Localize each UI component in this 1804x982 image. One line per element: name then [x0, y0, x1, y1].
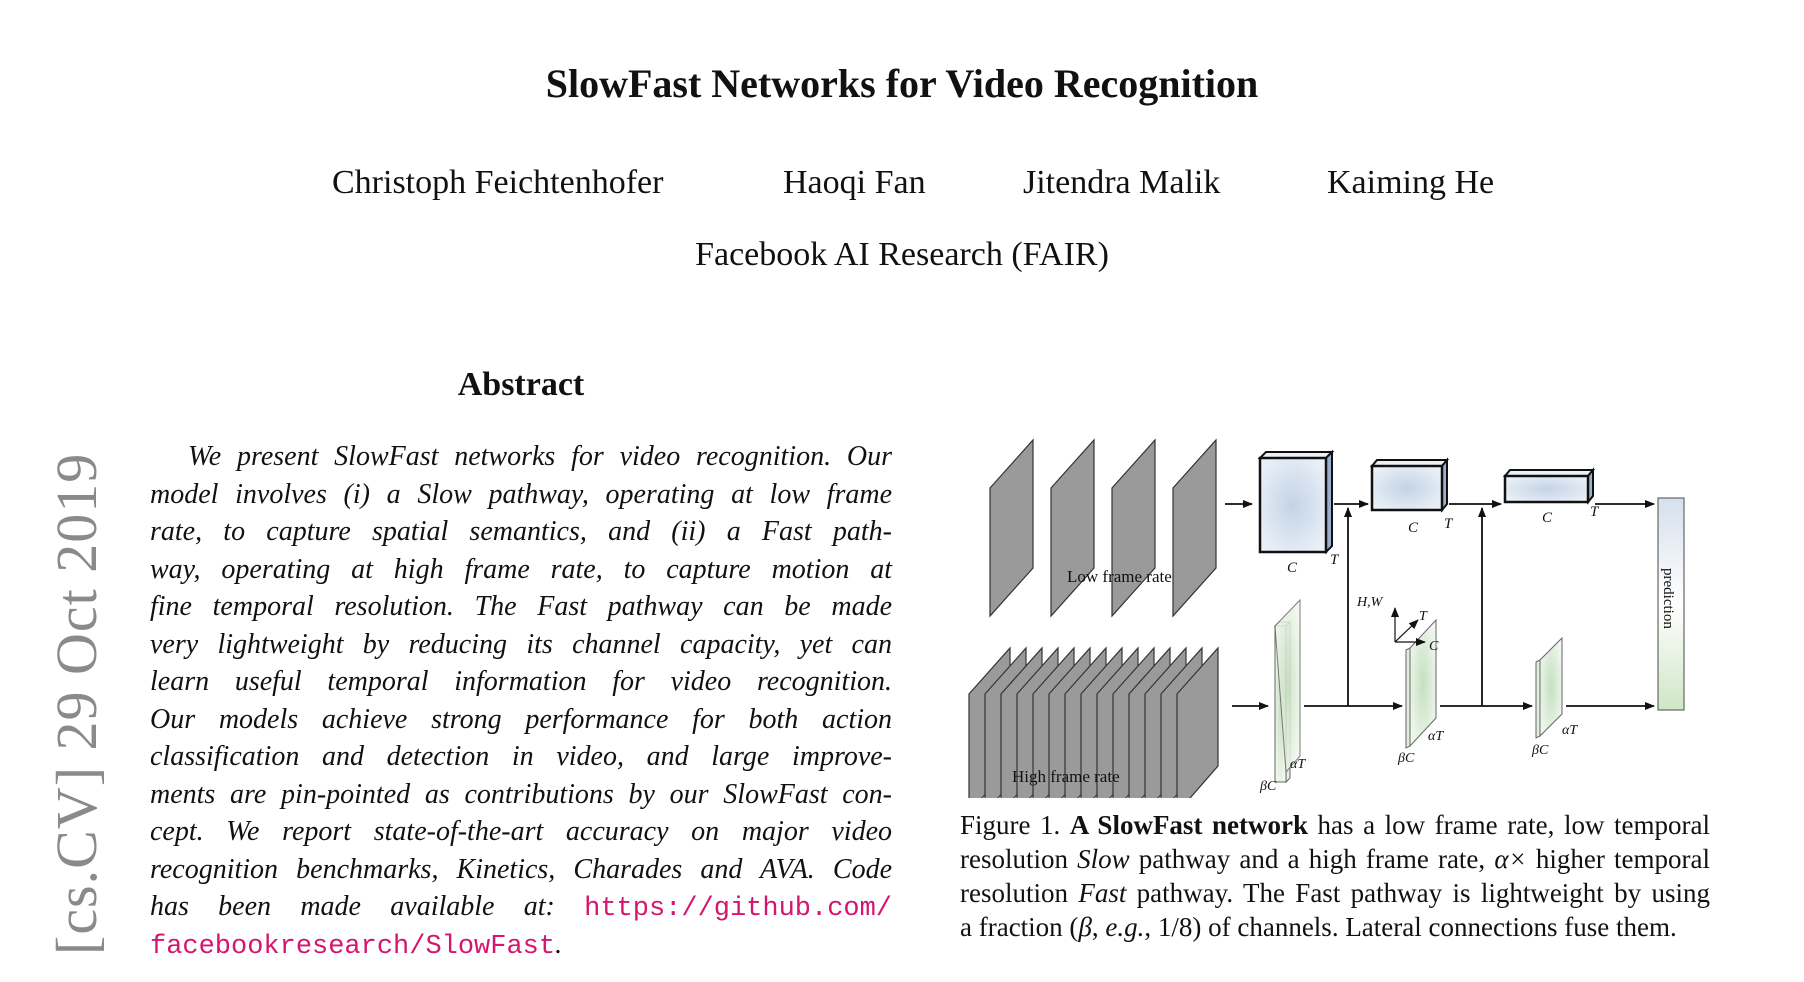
slow-3-c-label: C — [1542, 510, 1553, 526]
abstract-line: model involves (i) a Slow pathway, opera… — [150, 478, 892, 510]
figure-caption: Figure 1. A SlowFast network has a low f… — [960, 808, 1710, 944]
abstract-line: cept. We report state-of-the-art accurac… — [150, 816, 892, 847]
caption-text: resolution — [960, 844, 1078, 874]
fast-3-alphaT-label: αT — [1562, 723, 1578, 738]
slowfast-figure: Low frame rate High frame rate C T — [950, 428, 1720, 798]
abstract-line: very lightweight by reducing its channel… — [150, 628, 892, 660]
slow-block-1 — [1257, 449, 1335, 555]
caption-bold: A SlowFast network — [1069, 810, 1308, 840]
high-frame-rate-label: High frame rate — [1012, 767, 1120, 786]
author-name: Haoqi Fan — [783, 164, 926, 201]
caption-text: resolution — [960, 878, 1079, 908]
caption-line: a fraction (β, e.g., 1/8) of channels. L… — [960, 910, 1710, 944]
abstract-period: . — [555, 928, 563, 960]
code-link-continued[interactable]: facebookresearch/SlowFast — [150, 931, 556, 962]
code-link[interactable]: https://github.com/ — [584, 894, 893, 924]
paper-title: SlowFast Networks for Video Recognition — [545, 61, 1259, 106]
abstract-line: learn useful temporal information for vi… — [150, 666, 892, 697]
abstract-line: Our models achieve strong performance fo… — [150, 703, 892, 735]
abstract-body: We present SlowFast networks for video r… — [150, 438, 892, 963]
caption-line: resolution Slow pathway and a high frame… — [960, 842, 1710, 876]
caption-eg: e.g. — [1105, 912, 1145, 942]
caption-fast: Fast — [1078, 878, 1127, 908]
fast-1-betaC-label: βC — [1259, 779, 1277, 794]
lateral-connections — [1344, 507, 1486, 706]
prediction-bar — [1657, 497, 1685, 711]
author-name: Jitendra Malik — [1023, 164, 1221, 201]
abstract-line: classification and detection in video, a… — [150, 741, 892, 772]
slow-1-t-label: T — [1330, 552, 1340, 568]
fast-3-betaC-label: βC — [1531, 743, 1549, 758]
caption-line: Figure 1. A SlowFast network has a low f… — [960, 808, 1710, 842]
abstract-line: fine temporal resolution. The Fast pathw… — [150, 591, 892, 622]
abstract-line: way, operating at high frame rate, to ca… — [150, 553, 892, 585]
fast-block-1 — [1273, 598, 1301, 784]
slow-2-c-label: C — [1408, 520, 1419, 536]
arxiv-stamp: [cs.CV] 29 Oct 2019 — [44, 452, 109, 955]
slow-block-2 — [1369, 457, 1450, 513]
slow-3-t-label: T — [1590, 504, 1600, 520]
fast-block-2 — [1405, 618, 1437, 749]
caption-line: resolution Fast pathway. The Fast pathwa… — [960, 876, 1710, 910]
fast-1-alphaT-label: αT — [1290, 757, 1306, 772]
axis-c-label: C — [1429, 639, 1439, 654]
axis-hw-label: H,W — [1356, 595, 1384, 610]
fast-frames — [968, 646, 1219, 798]
abstract-line: We present SlowFast networks for video r… — [188, 441, 892, 472]
caption-text: , 1/8) of channels. Lateral connections … — [1144, 912, 1677, 942]
low-frame-rate-label: Low frame rate — [1067, 567, 1172, 586]
caption-text: a fraction ( — [960, 912, 1079, 942]
author-name: Kaiming He — [1327, 164, 1495, 201]
abstract-line: recognition benchmarks, Kinetics, Charad… — [150, 853, 892, 885]
caption-text: , — [1091, 912, 1106, 942]
abstract-text: has been made available at: — [150, 891, 555, 922]
axis-t-label: T — [1419, 609, 1428, 624]
slow-block-3 — [1502, 467, 1596, 505]
caption-text: has a low frame rate, low temporal — [1307, 810, 1710, 840]
slow-frames — [989, 438, 1217, 618]
fast-block-3 — [1535, 636, 1563, 739]
caption-label: Figure 1. — [960, 810, 1070, 840]
fast-2-betaC-label: βC — [1397, 751, 1415, 766]
caption-text: pathway. The Fast pathway is lightweight… — [1126, 878, 1710, 908]
slow-1-c-label: C — [1287, 560, 1298, 576]
caption-text: higher temporal — [1526, 844, 1710, 874]
abstract-heading: Abstract — [457, 366, 585, 403]
abstract-line-with-link: has been made available at: https://gith… — [150, 888, 892, 926]
caption-slow: Slow — [1077, 844, 1130, 874]
caption-text: pathway and a high frame rate, — [1129, 844, 1495, 874]
axis-legend — [1391, 607, 1426, 646]
abstract-line-with-link: facebookresearch/SlowFast. — [150, 926, 892, 964]
fast-2-alphaT-label: αT — [1428, 729, 1444, 744]
caption-alpha: α× — [1494, 844, 1527, 874]
abstract-line: rate, to capture spatial semantics, and … — [150, 516, 892, 547]
author-name: Christoph Feichtenhofer — [332, 164, 664, 201]
prediction-label: prediction — [1660, 568, 1676, 629]
affiliation: Facebook AI Research (FAIR) — [695, 236, 1109, 273]
caption-beta: β — [1078, 912, 1092, 942]
abstract-line: ments are pin-pointed as contributions b… — [150, 778, 892, 810]
slow-2-t-label: T — [1444, 516, 1454, 532]
